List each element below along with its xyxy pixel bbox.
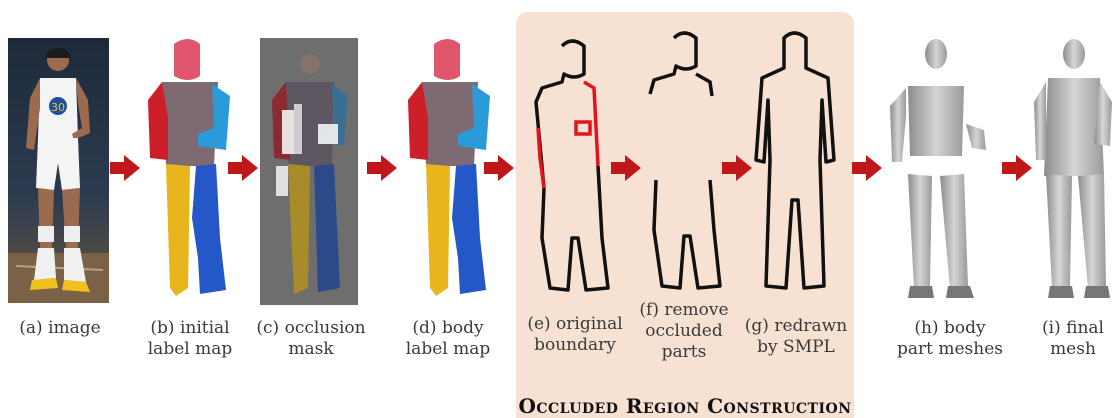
caption-i-line1: (i) final [1030, 318, 1116, 339]
region-title: Occluded Region Construction [516, 394, 854, 418]
remove-occluded-parts [640, 30, 730, 290]
caption-h-line1: (h) body [892, 318, 1008, 339]
caption-c-line2: mask [256, 339, 366, 360]
caption-h: (h) body part meshes [892, 318, 1008, 360]
caption-a: (a) image [10, 318, 110, 339]
caption-e-line1: (e) original [522, 314, 628, 335]
arrow-icon [852, 153, 882, 183]
initial-label-map [140, 38, 240, 303]
caption-c: (c) occlusion mask [256, 318, 366, 360]
caption-g-line2: by SMPL [744, 337, 848, 358]
caption-f-line1: (f) remove [634, 300, 734, 321]
arrow-icon [110, 153, 140, 183]
body-part-meshes [880, 36, 1000, 306]
caption-d: (d) body label map [398, 318, 498, 360]
caption-f: (f) remove occluded parts [634, 300, 734, 363]
caption-b-line1: (b) initial [140, 318, 240, 339]
caption-e: (e) original boundary [522, 314, 628, 356]
arrow-icon [611, 153, 641, 183]
arrow-icon [484, 153, 514, 183]
caption-e-line2: boundary [522, 335, 628, 356]
arrow-icon [1002, 153, 1032, 183]
jersey-number: 30 [51, 101, 65, 114]
caption-h-line2: part meshes [892, 339, 1008, 360]
arrow-icon [228, 153, 258, 183]
caption-i: (i) final mesh [1030, 318, 1116, 360]
input-image-photo: 30 [8, 38, 109, 303]
redrawn-by-smpl [748, 30, 842, 292]
caption-a-line1: (a) image [10, 318, 110, 339]
caption-b-line2: label map [140, 339, 240, 360]
caption-g-line1: (g) redrawn [744, 316, 848, 337]
caption-d-line1: (d) body [398, 318, 498, 339]
original-boundary [528, 38, 618, 296]
caption-c-line1: (c) occlusion [256, 318, 366, 339]
occlusion-mask [260, 38, 358, 305]
caption-d-line2: label map [398, 339, 498, 360]
caption-f-line2: occluded [634, 321, 734, 342]
arrow-icon [367, 153, 397, 183]
final-mesh [1030, 36, 1114, 306]
arrow-icon [722, 153, 752, 183]
caption-g: (g) redrawn by SMPL [744, 316, 848, 358]
caption-i-line2: mesh [1030, 339, 1116, 360]
caption-b: (b) initial label map [140, 318, 240, 360]
caption-f-line3: parts [634, 342, 734, 363]
